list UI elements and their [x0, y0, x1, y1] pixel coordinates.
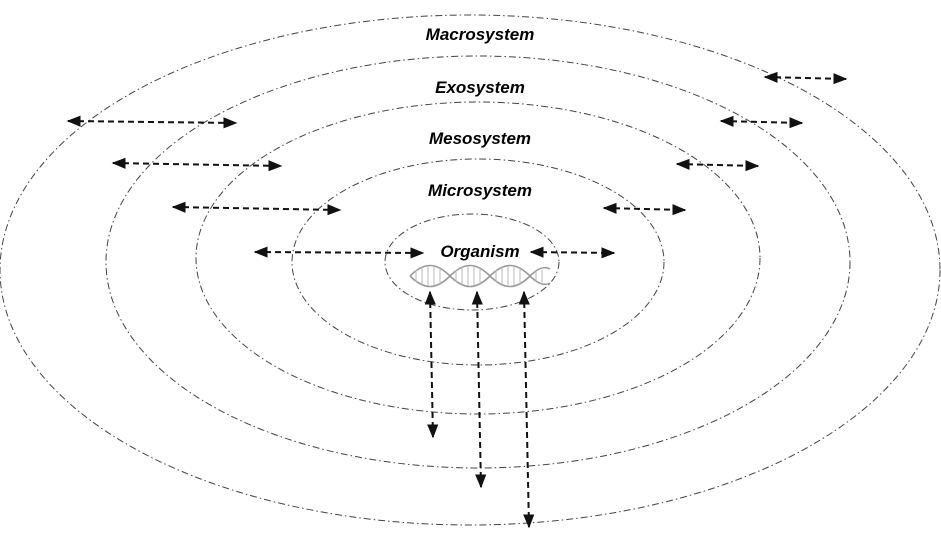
- macro-exo-left-arrow: [66, 115, 238, 129]
- organism-label: Organism: [440, 242, 519, 261]
- meso-micro-left-arrow: [171, 201, 342, 216]
- macro-outer-right-arrow: [763, 71, 848, 85]
- microsystem-ring: [291, 158, 665, 366]
- meso-exo-right-arrow: [675, 158, 760, 172]
- exosystem-label: Exosystem: [435, 78, 525, 97]
- dna-vertical-arrow-1: [424, 290, 439, 439]
- dna-vertical-arrow-2: [471, 290, 487, 489]
- exosystem-ring: [105, 55, 851, 469]
- mesosystem-label: Mesosystem: [429, 129, 531, 148]
- exo-meso-left-arrow: [111, 157, 283, 172]
- organism-ring: [384, 213, 560, 311]
- micro-organism-left-arrow: [253, 246, 425, 259]
- micro-meso-right-arrow: [602, 202, 687, 216]
- macrosystem-label: Macrosystem: [426, 25, 535, 44]
- macrosystem-ring: [0, 14, 941, 526]
- dna-helix-icon: [409, 264, 551, 288]
- dna-vertical-arrow-3: [518, 290, 535, 529]
- organism-micro-right-arrow: [529, 246, 616, 259]
- exo-macro-right-arrow: [719, 115, 804, 129]
- microsystem-label: Microsystem: [428, 181, 532, 200]
